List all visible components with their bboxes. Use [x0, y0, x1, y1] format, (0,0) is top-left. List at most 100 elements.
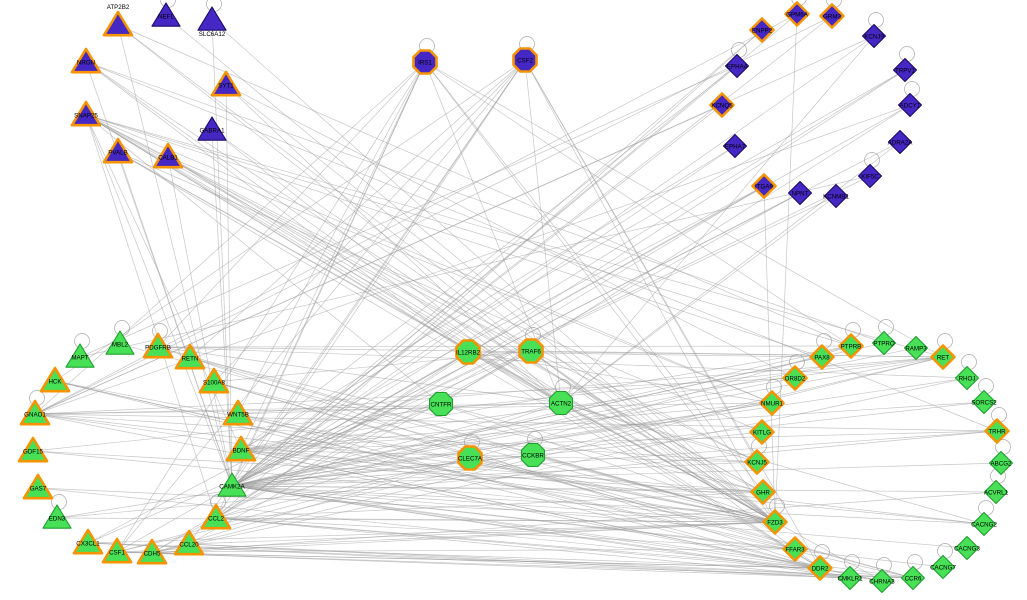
node-HCK[interactable]: HCK [39, 366, 71, 393]
edge-BDNF-TRHR [240, 430, 998, 451]
node-GABRA1[interactable]: GABRA1 [197, 116, 227, 141]
node-NEFL[interactable]: NEFL [151, 2, 181, 27]
edge-CSF2-S100A8 [213, 59, 526, 383]
edge-CCL2-DDR2 [215, 517, 821, 569]
triangle-node-shape [198, 367, 230, 394]
edge-CAMK2A-CCR6 [231, 485, 914, 579]
edge-CDH5-ACVRL1 [151, 491, 997, 554]
node-CMKLR1[interactable]: CMKLR1 [837, 565, 863, 591]
self-loop-CCR6 [907, 554, 923, 570]
node-ABCG2[interactable]: ABCG2 [988, 450, 1014, 476]
node-RET[interactable]: RET [930, 344, 956, 370]
node-GRM3[interactable]: GRM3 [819, 3, 845, 29]
edge-CAMK2A-NMUR1 [231, 402, 773, 487]
node-ACTN2[interactable]: ACTN2 [548, 390, 574, 416]
node-GAS7[interactable]: GAS7 [22, 473, 54, 500]
node-EPHA4[interactable]: EPHA4 [724, 53, 750, 79]
node-NPNT[interactable]: NPNT [787, 180, 813, 206]
edge-CSF1-CCR6 [116, 551, 914, 579]
diamond-node-shape [749, 419, 775, 445]
node-CCKBR[interactable]: CCKBR [520, 442, 546, 468]
edge-GRM3-CAMK2A [231, 15, 833, 487]
edge-ACTN2-DDR2 [560, 402, 821, 569]
octagon-node-shape [520, 442, 546, 468]
node-KCNJ9[interactable]: KCNJ9 [861, 23, 887, 49]
node-ITGA9[interactable]: ITGA9 [751, 173, 777, 199]
diamond-node-shape [751, 173, 777, 199]
edge-ATP2B2-TRAF6 [117, 24, 532, 352]
node-ADCY1[interactable]: ADCY1 [897, 92, 923, 118]
node-CCR6[interactable]: CCR6 [900, 565, 926, 591]
node-GNAO1[interactable]: GNAO1 [19, 399, 51, 426]
edge-IRS1-BDNF [240, 61, 426, 451]
edge-NRGN-PTPRO [85, 61, 885, 344]
node-ADRA2A[interactable]: ADRA2A [888, 129, 914, 155]
node-PDGFRB[interactable]: PDGFRB [142, 332, 174, 359]
node-CSF2[interactable]: CSF2 [512, 47, 538, 73]
edge-TRPV1-BDNF [240, 69, 906, 451]
node-SLC6A12[interactable]: SLC6A12 [197, 6, 227, 38]
node-CNTFR[interactable]: CNTFR [428, 391, 454, 417]
octagon-node-shape [512, 47, 538, 73]
node-PTPRO[interactable]: PTPRO [871, 330, 897, 356]
edge-NPNT-CDH5 [151, 192, 801, 554]
diamond-node-shape [722, 133, 748, 159]
node-KIF5C[interactable]: KIF5C [857, 163, 883, 189]
triangle-node-shape [17, 436, 49, 463]
node-RHOJ[interactable]: RHOJ [954, 365, 980, 391]
node-MBL2[interactable]: MBL2 [105, 330, 135, 355]
edge-EPHA7-BDNF [240, 145, 736, 451]
diamond-node-shape [750, 479, 776, 505]
node-CCL20[interactable]: CCL20 [173, 529, 205, 556]
node-NRGN[interactable]: NRGN [70, 47, 102, 74]
edge-CLEC7A-CCL2 [215, 457, 471, 519]
node-RAMP3[interactable]: RAMP3 [903, 335, 929, 361]
edge-HCK-FZD3 [54, 380, 776, 523]
node-PTPRB[interactable]: PTPRB [838, 333, 864, 359]
node-PVALB[interactable]: PVALB [102, 137, 134, 164]
triangle-node-shape [136, 538, 168, 565]
edge-CALB1-CAMK2A [167, 156, 233, 487]
node-KCNQ5[interactable]: KCNQ5 [709, 92, 735, 118]
node-TRHR[interactable]: TRHR [984, 418, 1010, 444]
node-ACVRL1[interactable]: ACVRL1 [983, 479, 1009, 505]
edge-IRS1-FZD3 [424, 61, 776, 523]
triangle-node-shape [101, 537, 133, 564]
node-TRPV1[interactable]: TRPV1 [892, 57, 918, 83]
node-TRAF6[interactable]: TRAF6 [518, 338, 544, 364]
edge-IRS1-GHR [424, 61, 764, 493]
node-SYT1[interactable]: SYT1 [210, 70, 242, 97]
triangle-node-shape [70, 47, 102, 74]
edge-CCL20-FZD3 [188, 521, 776, 545]
node-CX3CL1[interactable]: CX3CL1 [72, 528, 104, 555]
node-ATP2B2[interactable]: ATP2B2 [102, 4, 134, 37]
node-CACNG3[interactable]: CACNG3 [954, 535, 980, 561]
edge-GNAO1-CACNG2 [34, 413, 985, 525]
edge-SNAP25-BDNF [85, 114, 242, 451]
self-loop-RHOJ [961, 354, 977, 370]
edge-ACTN2-GNAO1 [34, 402, 562, 415]
octagon-node-shape [428, 391, 454, 417]
node-ENPP2[interactable]: ENPP2 [749, 17, 775, 43]
edge-S100A8-FZD3 [213, 381, 776, 523]
triangle-node-shape [72, 528, 104, 555]
node-MAPT[interactable]: MAPT [65, 343, 95, 368]
edge-CDH5-RET [151, 356, 944, 554]
node-GDF15[interactable]: GDF15 [17, 436, 49, 463]
node-EPHA7[interactable]: EPHA7 [722, 133, 748, 159]
octagon-node-shape [518, 338, 544, 364]
edge-TRPV1-CAMK2A [231, 69, 906, 487]
triangle-node-shape [210, 70, 242, 97]
edge-TRAF6-CX3CL1 [87, 350, 532, 544]
edge-ACTN2-CHRNA3 [560, 402, 883, 582]
edge-BDNF-FZD3 [240, 449, 776, 523]
node-CACNG7[interactable]: CACNG7 [930, 554, 956, 580]
node-CACNG2[interactable]: CACNG2 [971, 511, 997, 537]
edge-SNAP25-GHR [85, 114, 764, 493]
node-CLEC7A[interactable]: CLEC7A [457, 445, 483, 471]
node-GPM6A[interactable]: GPM6A [784, 1, 810, 27]
node-IL12RB2[interactable]: IL12RB2 [455, 339, 481, 365]
node-IRS1[interactable]: IRS1 [412, 49, 438, 75]
node-SNAP25[interactable]: SNAP25 [70, 100, 102, 127]
